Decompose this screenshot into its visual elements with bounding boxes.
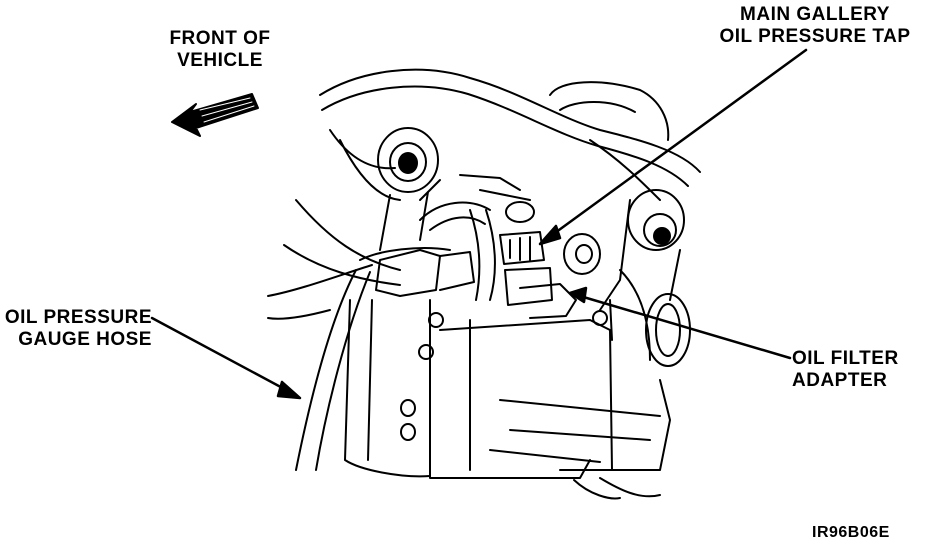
leader-filter-adapter-arrowhead [568,286,588,304]
leader-main-gallery [546,48,808,240]
label-oil-filter-adapter-line-2: ADAPTER [792,370,888,391]
leader-filter-adapter [578,294,792,360]
upper-right-bolt [599,189,685,311]
front-arrow-icon [171,93,259,137]
label-main-gallery-tap-line-2: OIL PRESSURE TAP [719,26,911,47]
label-oil-filter-adapter-line-1: OIL FILTER [792,348,899,369]
label-main-gallery-tap: MAIN GALLERY OIL PRESSURE TAP [700,4,928,48]
leader-main-gallery-arrowhead [538,224,562,246]
gauge-hose [267,199,401,471]
label-main-gallery-tap-line-1: MAIN GALLERY [740,4,890,25]
label-oil-filter-adapter: OIL FILTER ADAPTER [792,348,912,392]
leader-gauge-hose-arrowhead [276,380,302,400]
upper-left-bolt [377,127,439,251]
figure-code: IR96B06E [812,524,890,541]
adapter-cluster [375,174,601,319]
label-oil-pressure-gauge-hose-line-1: OIL PRESSURE [4,307,152,328]
label-oil-pressure-gauge-hose-line-2: GAUGE HOSE [18,329,152,350]
label-front-of-vehicle: FRONT OF VEHICLE [160,28,280,72]
engine-block [344,247,671,500]
right-housing [609,269,691,367]
leader-lines [150,48,808,400]
label-front-of-vehicle-line-1: FRONT OF [169,28,271,49]
label-front-of-vehicle-line-2: VEHICLE [177,50,263,71]
label-oil-pressure-gauge-hose: OIL PRESSURE GAUGE HOSE [0,307,152,351]
leader-gauge-hose [150,316,292,394]
block-bolts [400,310,608,441]
upper-manifold [319,68,701,201]
